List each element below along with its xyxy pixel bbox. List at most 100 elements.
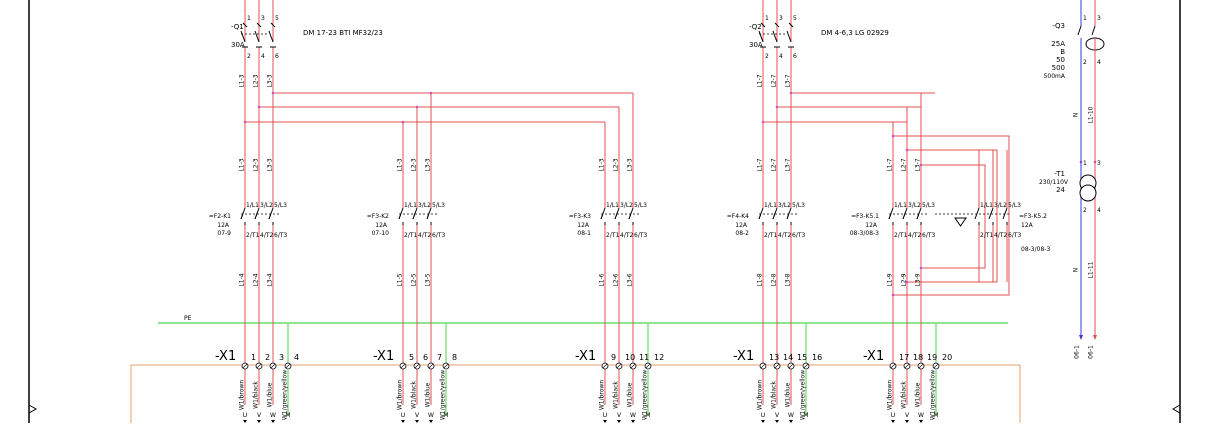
rcd-contact (1091, 25, 1096, 36)
terminal-slash (400, 363, 406, 369)
breaker-trip-mark (788, 22, 794, 28)
arrow-down-icon (271, 420, 275, 423)
devices (240, 22, 1011, 423)
contactor-pin-bottom: 6/T3 (432, 232, 446, 239)
contactor-pin-bottom: 6/T3 (1008, 232, 1022, 239)
rcd-rating: 25A (1051, 40, 1065, 48)
terminal-slash (645, 363, 651, 369)
wire-label: L3-7 (915, 158, 922, 171)
cable-label: W1/blue (425, 382, 432, 407)
contactor-pin-top: 3/L2 (260, 202, 273, 209)
contact-gap (271, 208, 275, 222)
rcd-pin: 4 (1097, 59, 1101, 66)
contactor-amps: 12A (1021, 222, 1034, 229)
contactor-ref: 07-9 (217, 230, 231, 237)
contact-gap (891, 208, 895, 222)
contactor-amps: 12A (577, 222, 590, 229)
breaker-pin-bottom: 4 (261, 53, 265, 60)
wire (892, 135, 1010, 296)
contactor-blade (786, 207, 792, 220)
contactor-blade (628, 207, 634, 220)
junction-dot (919, 163, 923, 167)
wire-label: L1-9 (887, 273, 894, 286)
junction-dot (257, 105, 261, 109)
terminal-number: 20 (942, 353, 952, 362)
breaker-pin-top: 5 (793, 15, 797, 22)
breaker-pin-bottom: 6 (275, 53, 279, 60)
contactor-ref: 08-3/08-3 (1021, 246, 1050, 253)
contact-gap (631, 208, 635, 222)
terminal-number: 6 (423, 353, 428, 362)
arrow-down-icon (603, 420, 607, 423)
motor-pin: V (775, 412, 780, 419)
terminal-number: 3 (279, 353, 284, 362)
wire-label: L2-9 (901, 273, 908, 286)
motor-pin: U (401, 412, 405, 419)
contactor-blade (988, 207, 994, 220)
wire-label: L1-7 (757, 158, 764, 171)
contactor-tag: =F2-K1 (209, 213, 231, 220)
breaker-contact (240, 30, 246, 43)
contactor-blade (888, 207, 894, 220)
arrow-down-icon (789, 420, 793, 423)
breaker-pin-top: 1 (765, 15, 769, 22)
contactor-pin-top: 1/L1 (980, 202, 993, 209)
contactor-pin-top: 1/L1 (606, 202, 619, 209)
contactor-blade (902, 207, 908, 220)
terminal-slash (890, 363, 896, 369)
cable-label: W1/black (253, 381, 260, 409)
rcd-rating: B (1060, 48, 1065, 56)
interlock-icon (954, 217, 967, 227)
motor-pin: M (443, 412, 448, 419)
contactor-pin-top: 1/L1 (246, 202, 259, 209)
motor-pin: W (270, 412, 276, 419)
terminal-number: 17 (899, 353, 909, 362)
contactor-amps: 12A (865, 222, 878, 229)
contactor-pin-bottom: 6/T3 (634, 232, 648, 239)
transformer-pin: 3 (1097, 160, 1101, 167)
wire-label: L2-3 (411, 158, 418, 171)
wire-label: L2-7 (771, 74, 778, 87)
motor-pin: V (617, 412, 622, 419)
contactor-tag: =F3-K3 (569, 213, 591, 220)
breaker-rating: 30A (749, 41, 763, 49)
contact-gap (243, 208, 247, 222)
contactor-pin-bottom: 4/T2 (908, 232, 922, 239)
arrow-down-icon (243, 420, 247, 423)
contactor-pin-bottom: 2/T1 (246, 232, 260, 239)
contact-gap (429, 208, 433, 222)
contact-gap (905, 208, 909, 222)
breaker-pin-bottom: 2 (765, 53, 769, 60)
breaker-contact (758, 30, 764, 43)
wire-label: L3-5 (425, 273, 432, 286)
breaker-trip-mark (256, 22, 262, 28)
cable-label: W1/green/yellow (930, 370, 937, 420)
contactor-pin-bottom: 6/T3 (792, 232, 806, 239)
motor-pin: U (603, 412, 607, 419)
terminal-slash (256, 363, 262, 369)
wire (907, 149, 998, 283)
breaker-pin-bottom: 6 (793, 53, 797, 60)
contactor-pin-top: 5/L3 (634, 202, 647, 209)
wire-label: L1-3 (397, 158, 404, 171)
contactor-pin-top: 5/L3 (922, 202, 935, 209)
wire-label: L3-7 (785, 158, 792, 171)
contactor-pin-bottom: 4/T2 (778, 232, 792, 239)
cable-label: W1/black (771, 381, 778, 409)
motor-pin: W (788, 412, 794, 419)
arrow-down-icon (775, 420, 779, 423)
junction-dot (789, 91, 793, 95)
contactor-ref: 07-10 (372, 230, 390, 237)
breaker-contact (254, 30, 260, 43)
wire (921, 164, 986, 269)
motor-pin: M (645, 412, 650, 419)
contact-gap (775, 208, 779, 222)
wire-label: L1-10 (1088, 106, 1095, 123)
terminal-slash (242, 363, 248, 369)
contactor-pin-top: 3/L2 (418, 202, 431, 209)
breaker-contact (772, 30, 778, 43)
contactor-pin-bottom: 4/T2 (418, 232, 432, 239)
rcd-rating: 50 (1056, 56, 1065, 64)
contactor-blade (240, 207, 246, 220)
terminal-number: 15 (797, 353, 807, 362)
